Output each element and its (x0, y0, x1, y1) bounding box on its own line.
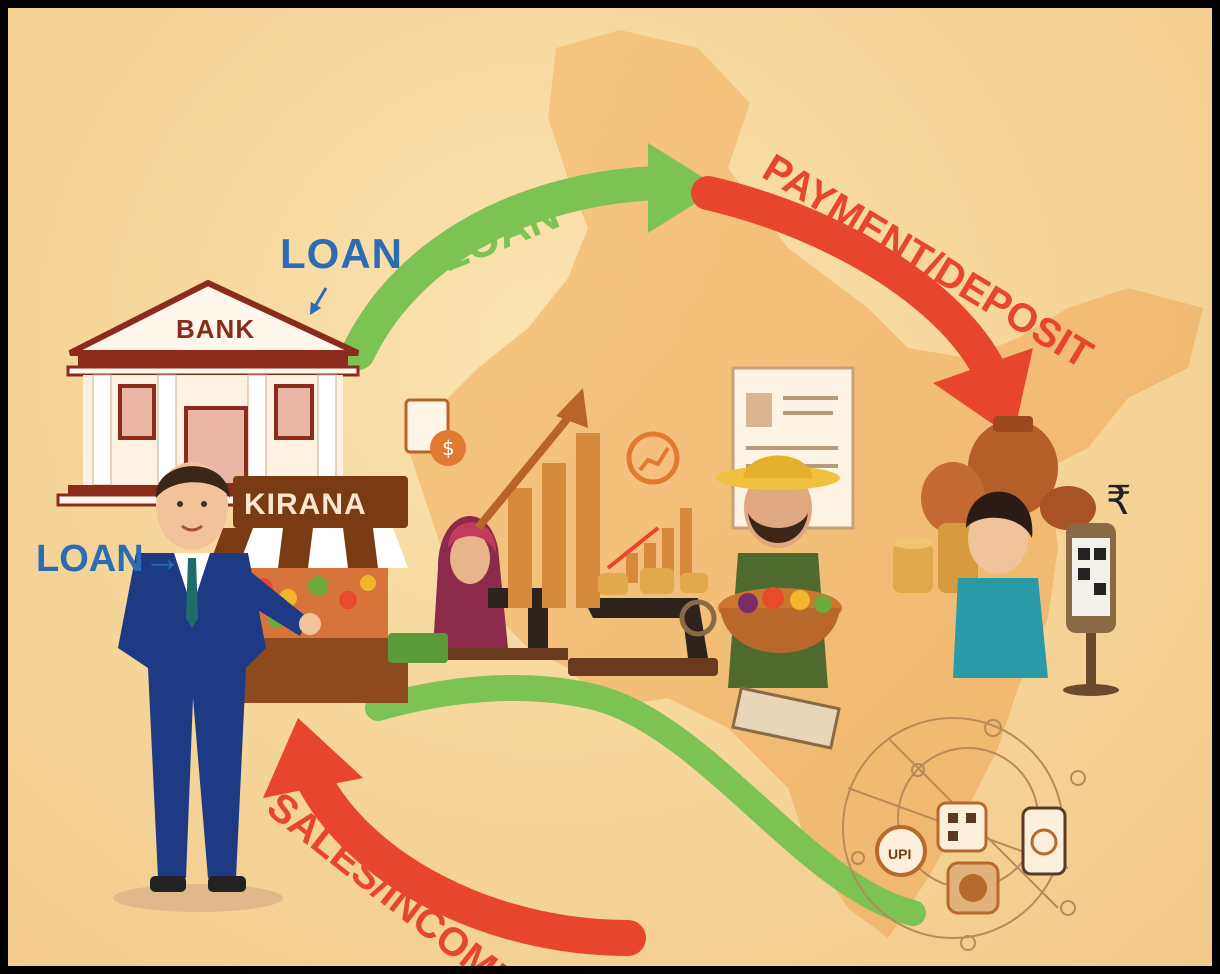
qr-payment-stand (1063, 523, 1119, 696)
qr-code-icon (936, 801, 988, 853)
loan-pointer-arrow (309, 287, 328, 316)
loan-label-bank: LOAN (280, 230, 403, 277)
svg-text:$: $ (442, 436, 455, 460)
credit-flow-scene: $ (56, 30, 1203, 956)
rupee-symbol: ₹ (1106, 478, 1132, 524)
bank-sign: BANK (176, 314, 256, 344)
customer-woman (953, 491, 1048, 678)
invoice-icon: $ (404, 398, 466, 466)
growth-chart-icon (626, 431, 680, 485)
coin-stacks (598, 568, 708, 595)
gold-coins (893, 523, 978, 593)
growth-bar-chart (474, 388, 600, 608)
income-return-arrow (365, 674, 926, 926)
mobile-wallet-icon (1021, 806, 1067, 876)
sales-income-arrow (263, 718, 646, 956)
upi-label: UPI (888, 846, 912, 862)
kirana-sign: KIRANA (244, 488, 367, 521)
sewing-machine-1 (448, 588, 568, 660)
fabric-stack (388, 633, 448, 663)
tailor-woman (433, 515, 508, 648)
loan-flow-arrow (341, 143, 720, 370)
loan-label-banker: LOAN→ (36, 538, 182, 580)
sewing-machine-2 (568, 598, 718, 676)
vegetable-basket (718, 587, 842, 653)
banker-figure (113, 462, 321, 912)
payment-deposit-arrow (691, 176, 1033, 438)
farmer-figure (716, 455, 840, 688)
cash-note (731, 686, 841, 750)
upi-icon (875, 825, 927, 877)
coin-payment-icon (946, 861, 1000, 915)
kirana-shop (208, 476, 408, 703)
